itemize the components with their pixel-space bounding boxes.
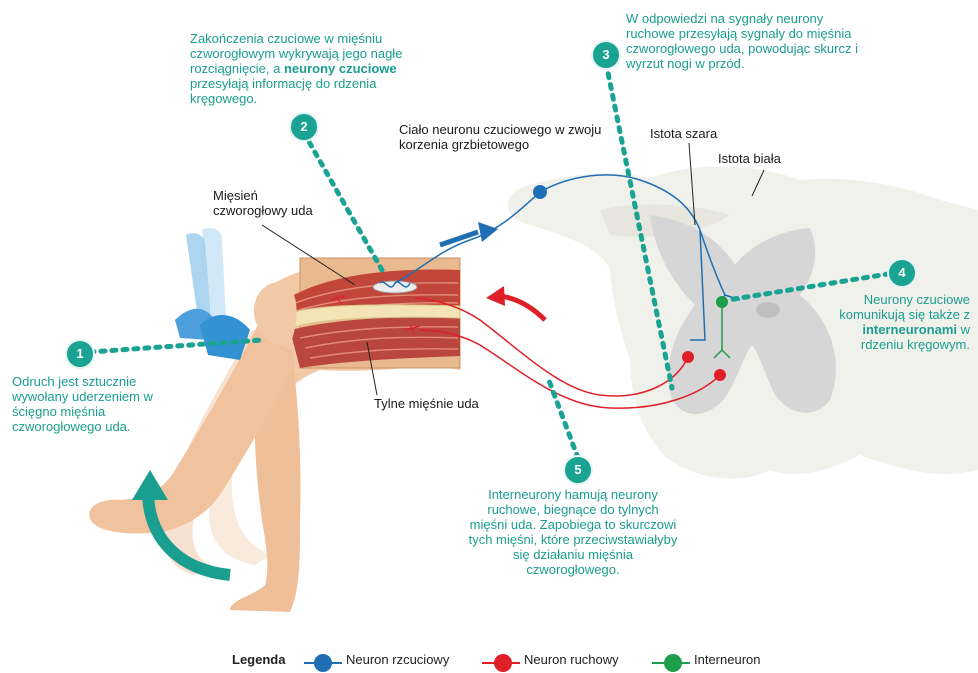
- white-matter-label: Istota biała: [718, 151, 781, 166]
- central-canal: [756, 302, 780, 318]
- interneuron-body: [716, 296, 728, 308]
- ganglion-label: Ciało neuronu czuciowego w zwoju korzeni…: [399, 122, 609, 152]
- legend-motor-label: Neuron ruchowy: [524, 652, 619, 667]
- legend-sensory-dot: [314, 654, 332, 672]
- legend-inter-label: Interneuron: [694, 652, 761, 667]
- quadriceps-label: Mięsień czworogłowy uda: [213, 188, 333, 218]
- step-2-bold: neurony czuciowe: [284, 61, 397, 76]
- step-1-text: Odruch jest sztucznie wywołany uderzenie…: [12, 374, 182, 434]
- step-4-badge: 4: [887, 258, 917, 288]
- motor-direction-arrow: [500, 296, 545, 320]
- step-5-badge: 5: [563, 455, 593, 485]
- legend-motor-dot: [494, 654, 512, 672]
- step-2-badge: 2: [289, 112, 319, 142]
- hamstrings-label: Tylne mięśnie uda: [374, 396, 479, 411]
- reflex-hammer: [175, 228, 250, 360]
- legend-inter-dot: [664, 654, 682, 672]
- step-2-text-b: przesyłają informację do rdzenia kręgowe…: [190, 76, 376, 106]
- leg-kick-arrowhead: [132, 470, 168, 500]
- motor-neuron-body-2: [714, 369, 726, 381]
- step-3-badge: 3: [591, 40, 621, 70]
- sensory-neuron-body: [533, 185, 547, 199]
- step-1-badge: 1: [65, 339, 95, 369]
- motor-arrowhead: [486, 286, 505, 306]
- grey-matter-label: Istota szara: [650, 126, 717, 141]
- step-4-bold: interneuronami: [862, 322, 957, 337]
- step-4-text: Neurony czuciowe komunikują się także z …: [830, 292, 970, 352]
- motor-neuron-body-1: [682, 351, 694, 363]
- step-3-text: W odpowiedzi na sygnały neurony ruchowe …: [626, 11, 858, 71]
- legend-title: Legenda: [232, 652, 285, 667]
- step-4-text-a: Neurony czuciowe komunikują się także z: [839, 292, 970, 322]
- step-2-text: Zakończenia czuciowe w mięśniu czworogło…: [190, 31, 430, 106]
- step-5-text: Interneurony hamują neurony ruchowe, bie…: [468, 487, 678, 577]
- legend-sensory-label: Neuron rzcuciowy: [346, 652, 449, 667]
